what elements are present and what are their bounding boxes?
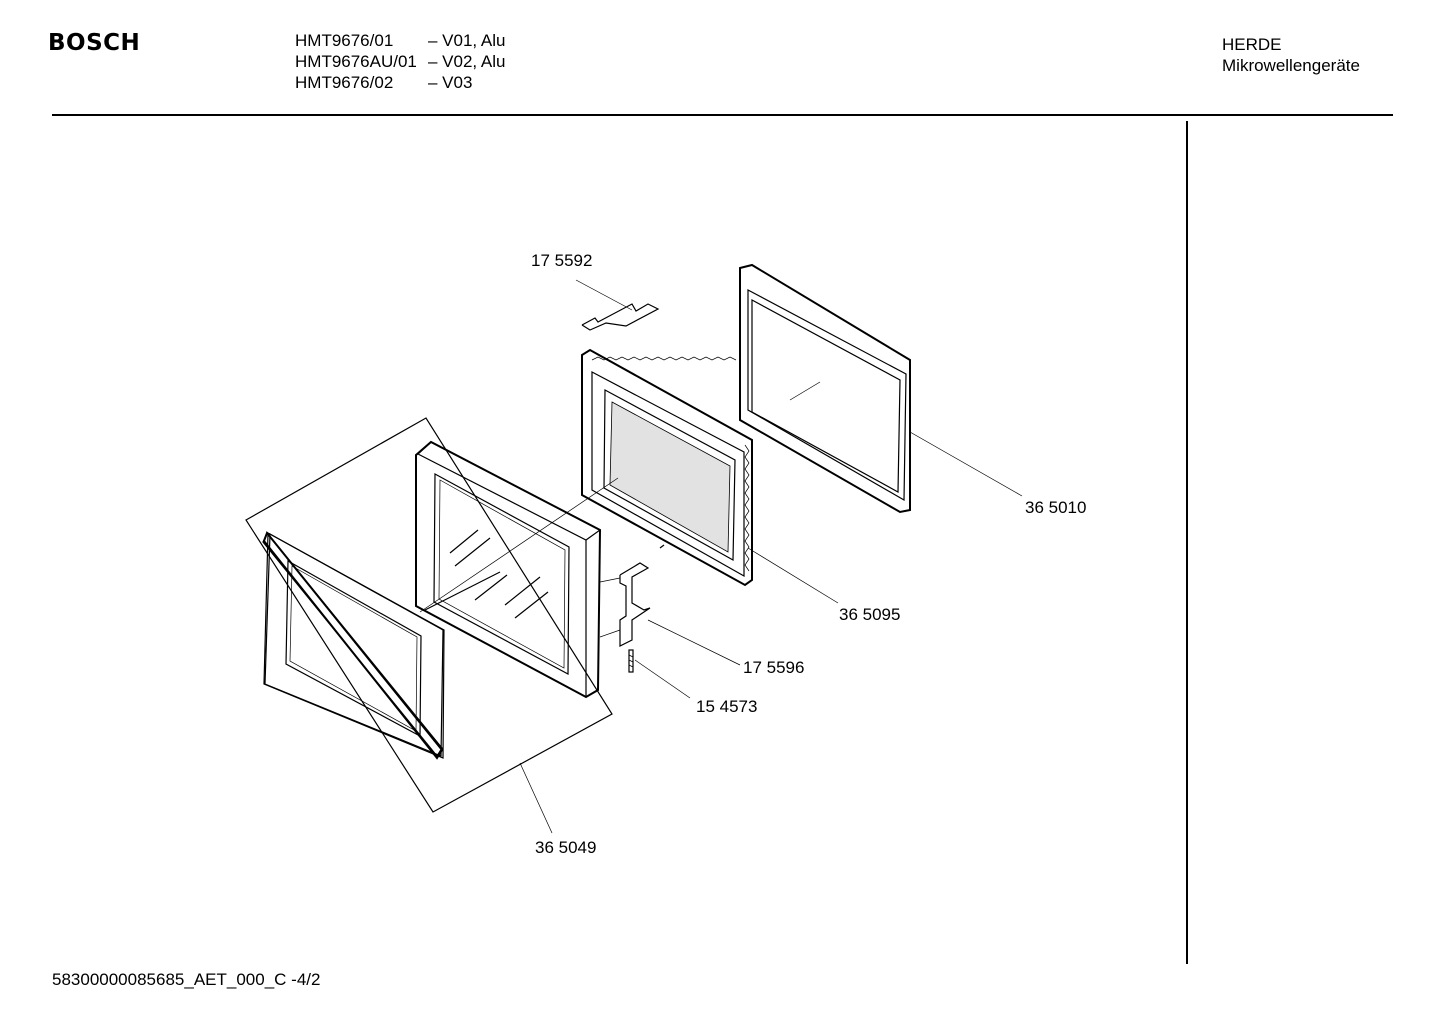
model-list: HMT9676/01 – V01, Alu HMT9676AU/01 – V02… bbox=[295, 30, 506, 93]
leader-lines bbox=[419, 279, 1023, 834]
part-door-glass-panel bbox=[415, 440, 602, 699]
category-subtitle: Mikrowellengeräte bbox=[1222, 56, 1360, 75]
model-code: HMT9676/01 bbox=[295, 31, 394, 50]
model-row: HMT9676/01 – V01, Alu bbox=[295, 30, 506, 51]
part-154573-spring bbox=[628, 649, 634, 673]
part-label-365049: 36 5049 bbox=[535, 838, 596, 857]
part-label-365010: 36 5010 bbox=[1025, 498, 1086, 517]
sidebar-divider bbox=[1186, 121, 1188, 964]
part-365095-inner-frame bbox=[581, 348, 753, 587]
part-365049-outer-frame bbox=[245, 417, 613, 813]
model-row: HMT9676/02 – V03 bbox=[295, 72, 506, 93]
category-title: HERDE bbox=[1222, 35, 1282, 54]
part-175592-bracket bbox=[581, 303, 660, 331]
document-id: 58300000085685_AET_000_C -4/2 bbox=[52, 970, 321, 989]
header-divider bbox=[52, 114, 1393, 116]
part-175596-hinge bbox=[599, 544, 665, 647]
part-365010-rear-frame bbox=[739, 263, 911, 514]
category: HERDE Mikrowellengeräte bbox=[1222, 34, 1360, 76]
model-code: HMT9676AU/01 bbox=[295, 52, 417, 71]
model-variant: – V02, Alu bbox=[428, 52, 506, 71]
brand-logo: BOSCH bbox=[48, 30, 141, 56]
part-label-175592: 17 5592 bbox=[531, 251, 592, 270]
model-row: HMT9676AU/01 – V02, Alu bbox=[295, 51, 506, 72]
model-variant: – V01, Alu bbox=[428, 31, 506, 50]
part-label-175596: 17 5596 bbox=[743, 658, 804, 677]
model-code: HMT9676/02 bbox=[295, 73, 394, 92]
part-label-365095: 36 5095 bbox=[839, 605, 900, 624]
part-label-154573: 15 4573 bbox=[696, 697, 757, 716]
model-variant: – V03 bbox=[428, 73, 473, 92]
